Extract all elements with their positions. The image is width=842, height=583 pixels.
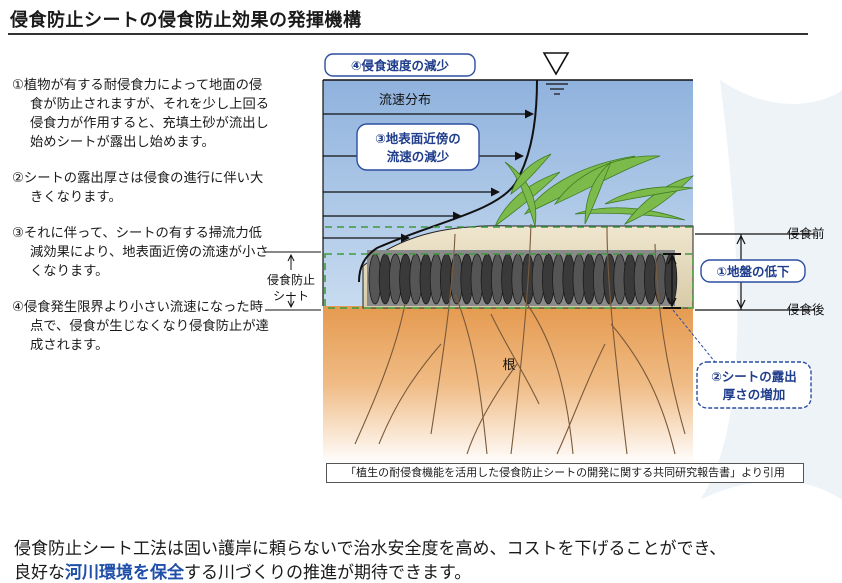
ground-drop-box: ①地盤の低下 [700, 259, 806, 283]
soil-layer [323, 306, 693, 464]
erosion-speed-box: ④侵食速度の減少 [324, 53, 476, 77]
plant-leaves [494, 153, 695, 228]
summary-highlight: 河川環境を保全 [65, 563, 184, 583]
sheet-dashed-box [324, 253, 694, 309]
water-level-icon [542, 52, 570, 95]
near-surface-label-2: 流速の減少 [387, 149, 450, 164]
step-item-4: ④侵食発生限界より小さい流速になった時点で、侵食が生じなくなり侵食防止が達成され… [12, 300, 269, 353]
summary-line-2-post: する川づくりの推進が期待できます。 [184, 563, 472, 583]
step-item-3: ③それに伴って、シートの有する掃流力低減効果により、地表面近傍の流速が小さくなり… [12, 226, 269, 279]
sheet-expose-box: ②シートの露出 厚さの増加 [696, 361, 812, 409]
summary-line-2-pre: 良好な [14, 563, 65, 583]
summary-line-2: 良好な河川環境を保全する川づくりの推進が期待できます。 [14, 561, 834, 583]
sheet-label-1: 侵食防止 [267, 272, 315, 287]
near-surface-box: ③地表面近傍の 流速の減少 [356, 123, 480, 171]
sheet-label-indicator [265, 251, 321, 311]
flow-profile-curve [358, 79, 538, 283]
near-surface-label-1: ③地表面近傍の [375, 131, 461, 146]
step-item-1: ①植物が有する耐侵食力によって地面の侵食が防止されますが、それを少し上回る侵食力… [12, 78, 270, 150]
citation: 「植生の耐侵食機能を活用した侵食防止シートの開発に関する共同研究報告書」より引用 [326, 463, 804, 483]
sheet-expose-label-1: ②シートの露出 [711, 369, 797, 384]
sheet-expose-label-2: 厚さの増加 [723, 387, 786, 402]
step-item-2: ②シートの露出厚さは侵食の進行に伴い大きくなります。 [12, 171, 264, 205]
page-title: 侵食防止シートの侵食防止効果の発揮機構 [10, 10, 362, 31]
plant-roots [354, 223, 686, 455]
mechanism-diagram: ④侵食速度の減少 流速分布 ③地表面近傍の 流速の減少 侵食防止 シート 侵食前… [265, 52, 825, 464]
sheet-label-2: シート [273, 289, 309, 303]
steps-list: ①植物が有する耐侵食力によって地面の侵食が防止されますが、それを少し上回る侵食力… [12, 76, 270, 372]
ground-drop-label: ①地盤の低下 [716, 264, 790, 279]
before-erosion-label: 侵食前 [787, 226, 825, 241]
summary-text: 侵食防止シート工法は固い護岸に頼らないで治水安全度を高め、コストを下げることがで… [14, 537, 834, 583]
erosion-speed-label: ④侵食速度の減少 [351, 58, 450, 73]
title-underline [8, 33, 808, 35]
sheet-thickness-marker [663, 253, 681, 309]
root-label: 根 [502, 358, 515, 373]
summary-line-1: 侵食防止シート工法は固い護岸に頼らないで治水安全度を高め、コストを下げることがで… [14, 539, 727, 559]
flow-dist-label: 流速分布 [379, 93, 431, 108]
erosion-control-sheet [367, 250, 678, 306]
after-erosion-label: 侵食後 [787, 302, 825, 317]
